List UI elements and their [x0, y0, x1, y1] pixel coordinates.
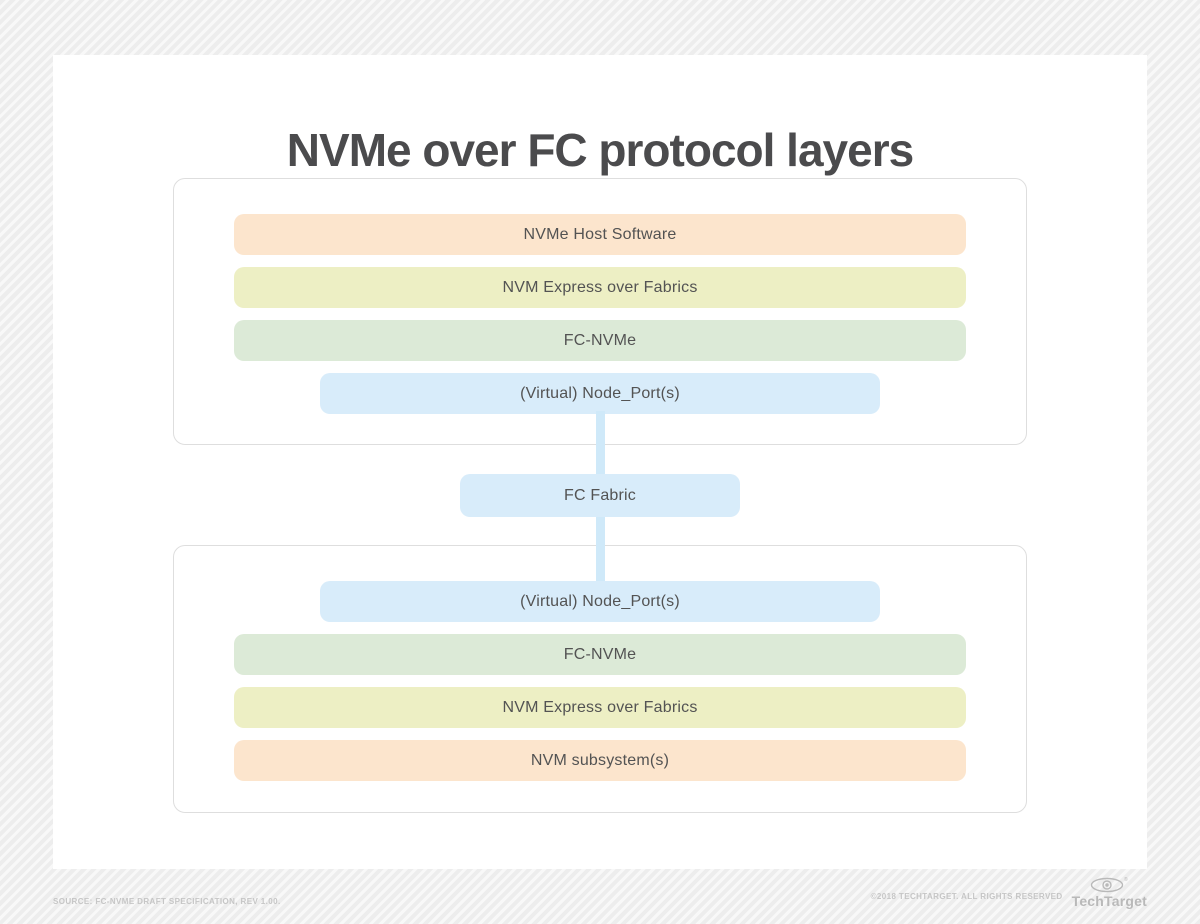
layer-virtual-node-ports-host: (Virtual) Node_Port(s): [320, 373, 880, 414]
layer-label: NVMe Host Software: [523, 225, 677, 243]
layer-fc-fabric: FC Fabric: [460, 474, 740, 517]
page-title: NVMe over FC protocol layers: [286, 124, 914, 176]
layer-nvm-subsystems: NVM subsystem(s): [234, 740, 966, 781]
layer-fc-nvme-target: FC-NVMe: [234, 634, 966, 675]
layer-nvme-host-software: NVMe Host Software: [234, 214, 966, 255]
layer-label: NVM Express over Fabrics: [502, 698, 698, 716]
techtarget-logo-text: TechTarget: [1071, 893, 1147, 909]
target-stack-container: (Virtual) Node_Port(s) FC-NVMe NVM Expre…: [173, 545, 1027, 813]
copyright-text: ©2018 TECHTARGET. ALL RIGHTS RESERVED: [870, 892, 1063, 901]
techtarget-logo: ® TechTarget: [1072, 876, 1147, 908]
host-stack-container: NVMe Host Software NVM Express over Fabr…: [173, 178, 1027, 445]
layer-label: (Virtual) Node_Port(s): [520, 384, 680, 402]
layer-label: FC-NVMe: [563, 331, 637, 349]
infographic-card: NVMe over FC protocol layers NVMe Host S…: [53, 55, 1147, 869]
layer-label: NVM subsystem(s): [530, 751, 670, 769]
layer-label: FC Fabric: [563, 486, 637, 504]
layer-virtual-node-ports-target: (Virtual) Node_Port(s): [320, 581, 880, 622]
layer-label: NVM Express over Fabrics: [502, 278, 698, 296]
techtarget-eye-icon: ®: [1091, 876, 1128, 893]
footer-right-group: ©2018 TECHTARGET. ALL RIGHTS RESERVED ® …: [871, 876, 1147, 908]
svg-text:®: ®: [1124, 876, 1128, 883]
layer-label: FC-NVMe: [563, 645, 637, 663]
source-attribution: SOURCE: FC-NVME DRAFT SPECIFICATION, REV…: [53, 897, 281, 906]
layer-nvm-express-over-fabrics-host: NVM Express over Fabrics: [234, 267, 966, 308]
layer-label: (Virtual) Node_Port(s): [520, 592, 680, 610]
layer-fc-nvme-host: FC-NVMe: [234, 320, 966, 361]
layer-nvm-express-over-fabrics-target: NVM Express over Fabrics: [234, 687, 966, 728]
